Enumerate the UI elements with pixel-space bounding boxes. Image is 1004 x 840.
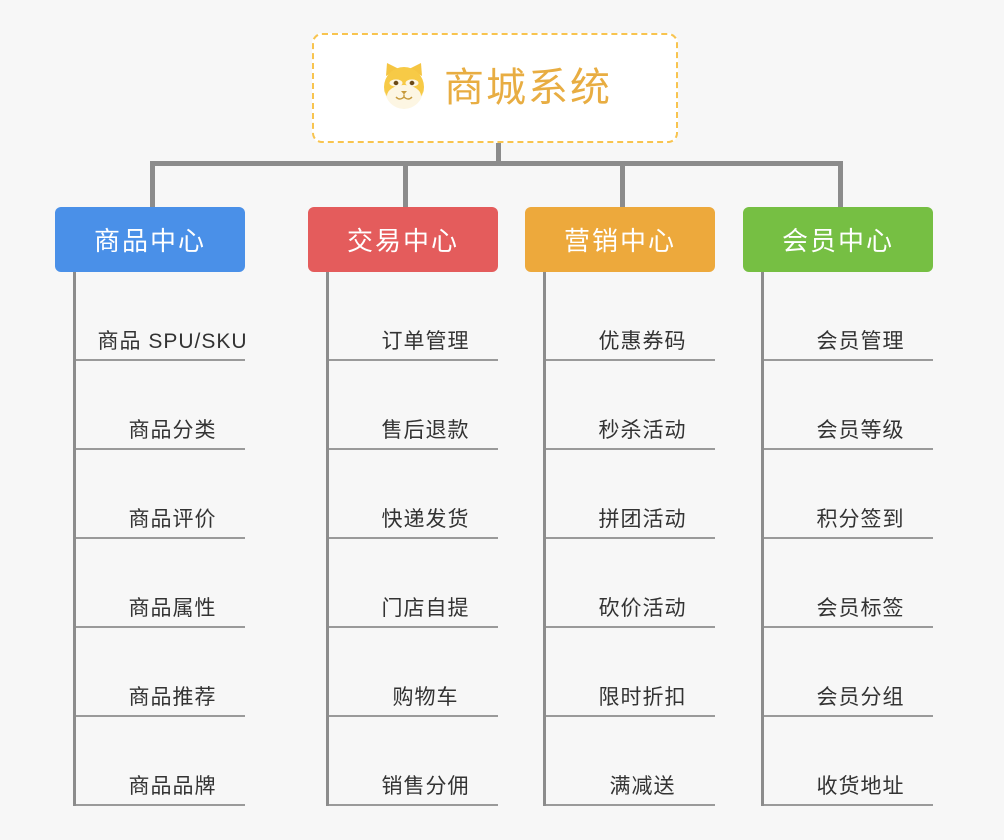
root-node[interactable]: 商城系统 — [312, 33, 678, 143]
leaf-item[interactable]: 订单管理 — [329, 272, 498, 361]
leaf-item[interactable]: 售后退款 — [329, 361, 498, 450]
connector-drop-2 — [403, 161, 408, 207]
leaf-item[interactable]: 收货地址 — [764, 717, 933, 806]
leaf-item[interactable]: 满减送 — [546, 717, 715, 806]
leaf-item[interactable]: 秒杀活动 — [546, 361, 715, 450]
leaf-item-label: 会员等级 — [816, 419, 905, 442]
root-title: 商城系统 — [444, 66, 612, 110]
category-column-1: 商品中心 商品 SPU/SKU 商品分类商品评价商品属性商品推荐商品品牌 — [55, 207, 248, 806]
category-title-2: 交易中心 — [346, 226, 459, 256]
connector-horizontal-bar — [150, 161, 841, 166]
leaf-item-label: 商品评价 — [128, 508, 217, 531]
leaf-item-label: 拼团活动 — [598, 508, 687, 531]
category-header-4[interactable]: 会员中心 — [743, 207, 933, 272]
leaf-item-label: 商品推荐 — [128, 686, 217, 709]
leaf-item[interactable]: 购物车 — [329, 628, 498, 717]
leaf-item[interactable]: 商品 SPU/SKU — [76, 272, 248, 361]
shiba-dog-icon — [378, 60, 430, 117]
leaf-item[interactable]: 商品分类 — [76, 361, 245, 450]
leaf-item-label: 收货地址 — [816, 775, 905, 798]
leaf-item-label: 订单管理 — [381, 330, 470, 353]
leaf-item-label: 限时折扣 — [598, 686, 687, 709]
category-column-4: 会员中心 会员管理会员等级积分签到会员标签会员分组收货地址 — [743, 207, 933, 806]
leaf-item-label: 商品属性 — [128, 597, 217, 620]
leaf-list-1: 商品 SPU/SKU 商品分类商品评价商品属性商品推荐商品品牌 — [73, 272, 248, 806]
leaf-item[interactable]: 限时折扣 — [546, 628, 715, 717]
leaf-item[interactable]: 会员等级 — [764, 361, 933, 450]
leaf-item[interactable]: 商品评价 — [76, 450, 245, 539]
category-column-2: 交易中心 订单管理售后退款快递发货门店自提购物车销售分佣 — [308, 207, 498, 806]
leaf-list-2: 订单管理售后退款快递发货门店自提购物车销售分佣 — [326, 272, 498, 806]
leaf-item-label: 积分签到 — [816, 508, 905, 531]
category-header-2[interactable]: 交易中心 — [308, 207, 498, 272]
leaf-item[interactable]: 优惠券码 — [546, 272, 715, 361]
leaf-item[interactable]: 拼团活动 — [546, 450, 715, 539]
connector-drop-3 — [620, 161, 625, 207]
leaf-item-label: 优惠券码 — [598, 330, 687, 353]
connector-drop-1 — [150, 161, 155, 207]
leaf-list-3: 优惠券码秒杀活动拼团活动砍价活动限时折扣满减送 — [543, 272, 715, 806]
leaf-item-label: 门店自提 — [381, 597, 470, 620]
leaf-item-label: 会员标签 — [816, 597, 905, 620]
leaf-item[interactable]: 销售分佣 — [329, 717, 498, 806]
leaf-item-label: 购物车 — [392, 686, 459, 709]
leaf-item[interactable]: 商品属性 — [76, 539, 245, 628]
leaf-item[interactable]: 会员管理 — [764, 272, 933, 361]
leaf-item-label: 销售分佣 — [381, 775, 470, 798]
connector-root-stem — [496, 143, 501, 165]
category-header-3[interactable]: 营销中心 — [525, 207, 715, 272]
leaf-item-label: 会员管理 — [816, 330, 905, 353]
leaf-item[interactable]: 商品品牌 — [76, 717, 245, 806]
category-title-1: 商品中心 — [93, 226, 206, 256]
leaf-item-label: 砍价活动 — [598, 597, 687, 620]
category-column-3: 营销中心 优惠券码秒杀活动拼团活动砍价活动限时折扣满减送 — [525, 207, 715, 806]
leaf-item[interactable]: 快递发货 — [329, 450, 498, 539]
leaf-item[interactable]: 会员分组 — [764, 628, 933, 717]
leaf-list-4: 会员管理会员等级积分签到会员标签会员分组收货地址 — [761, 272, 933, 806]
leaf-item-label: 秒杀活动 — [598, 419, 687, 442]
leaf-item[interactable]: 门店自提 — [329, 539, 498, 628]
leaf-item-label: 满减送 — [609, 775, 676, 798]
category-title-4: 会员中心 — [781, 226, 894, 256]
connector-drop-4 — [838, 161, 843, 207]
category-header-1[interactable]: 商品中心 — [55, 207, 245, 272]
leaf-item-label: 商品 SPU/SKU — [97, 330, 248, 353]
leaf-item[interactable]: 砍价活动 — [546, 539, 715, 628]
category-title-3: 营销中心 — [563, 226, 676, 256]
leaf-item[interactable]: 商品推荐 — [76, 628, 245, 717]
leaf-item-label: 商品品牌 — [128, 775, 217, 798]
leaf-item-label: 售后退款 — [381, 419, 470, 442]
leaf-item-label: 商品分类 — [128, 419, 217, 442]
leaf-item[interactable]: 积分签到 — [764, 450, 933, 539]
leaf-item[interactable]: 会员标签 — [764, 539, 933, 628]
leaf-item-label: 快递发货 — [381, 508, 470, 531]
leaf-item-label: 会员分组 — [816, 686, 905, 709]
